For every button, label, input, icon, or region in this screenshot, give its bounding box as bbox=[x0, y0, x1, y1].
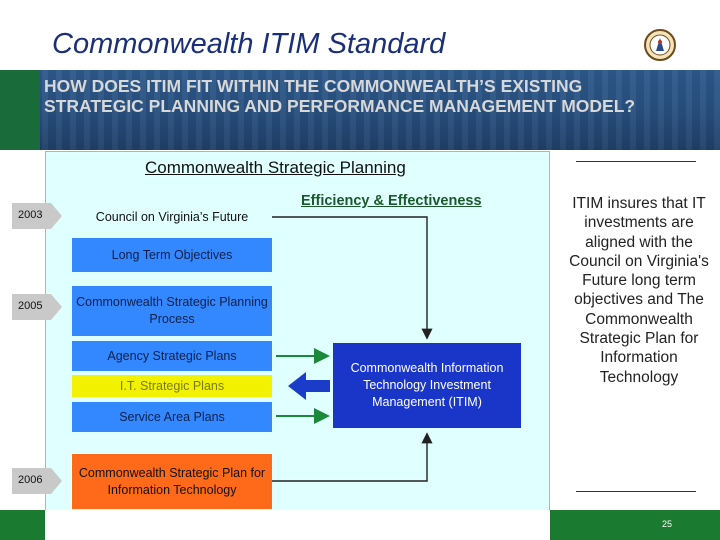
service-plans-box: Service Area Plans bbox=[72, 402, 272, 432]
itim-box: Commonwealth Information Technology Inve… bbox=[333, 343, 521, 428]
efficiency-title: Efficiency & Effectiveness bbox=[301, 193, 482, 209]
side-note: ITIM insures that IT investments are ali… bbox=[566, 194, 712, 387]
commonwealth-seal-icon bbox=[644, 29, 676, 61]
council-box: Council on Virginia’s Future bbox=[72, 200, 272, 235]
objectives-box: Long Term Objectives bbox=[72, 238, 272, 272]
agency-plans-box: Agency Strategic Plans bbox=[72, 341, 272, 371]
side-rule-top bbox=[576, 161, 696, 162]
it-plans-box: I.T. Strategic Plans bbox=[72, 375, 272, 397]
panel-title: Commonwealth Strategic Planning bbox=[145, 158, 406, 178]
slide-subtitle: HOW DOES ITIM FIT WITHIN THE COMMONWEALT… bbox=[44, 76, 684, 116]
side-rule-bottom bbox=[576, 491, 696, 492]
page-title: Commonwealth ITIM Standard bbox=[52, 28, 445, 61]
page-number: 25 bbox=[662, 519, 672, 529]
footer-panel-overlap bbox=[45, 510, 550, 540]
planning-process-box: Commonwealth Strategic Planning Process bbox=[72, 286, 272, 336]
banner-accent bbox=[0, 70, 40, 150]
it-strategic-plan-box: Commonwealth Strategic Plan for Informat… bbox=[72, 454, 272, 509]
